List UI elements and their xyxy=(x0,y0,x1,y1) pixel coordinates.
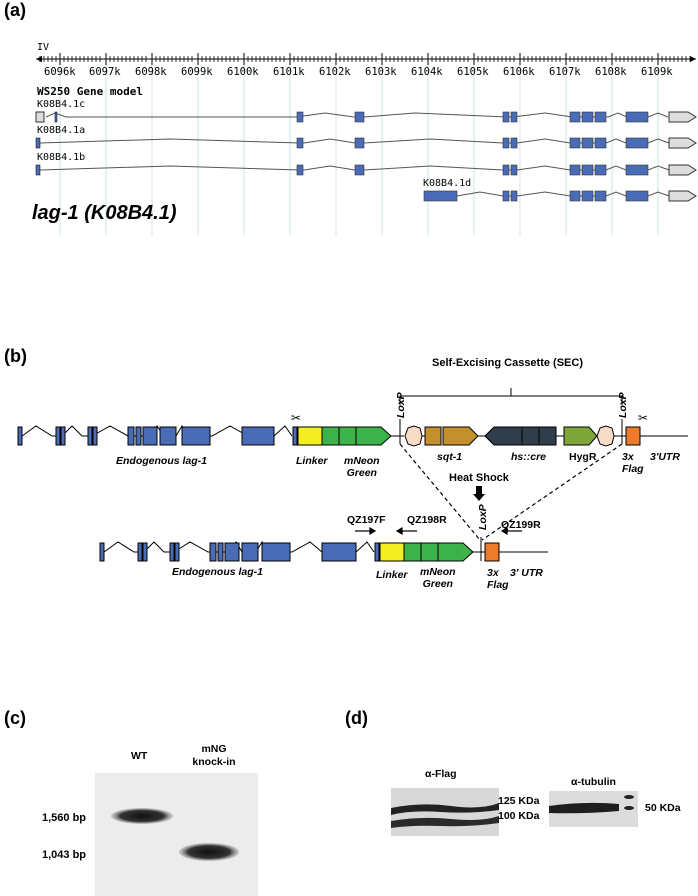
loxp-label-left: LoxP xyxy=(395,391,407,418)
sqt1-label: sqt-1 xyxy=(437,451,463,463)
top-construct xyxy=(17,419,688,447)
marker-125: 125 KDa xyxy=(498,795,540,807)
western-blot-tubulin xyxy=(549,791,638,827)
loxp-label-bottom: LoxP xyxy=(477,503,489,530)
blot-marker-dot xyxy=(624,795,634,799)
gel-lane-label-knockin-line2: knock-in xyxy=(192,756,236,768)
flag-label-bottom-line2: Flag xyxy=(487,579,509,591)
blot-band-tubulin xyxy=(549,802,619,814)
gel-band-size-1: 1,560 bp xyxy=(42,812,87,824)
flag-label-bottom: 3x Flag xyxy=(487,567,509,591)
flag-label-top-line1: 3x xyxy=(622,451,634,463)
excision-line-right xyxy=(481,443,623,541)
utr-label-bottom: 3' UTR xyxy=(510,567,543,579)
isoform-label-d: K08B4.1d xyxy=(423,178,472,189)
blot-title-flag: α-Flag xyxy=(425,768,457,780)
gel-lane-label-knockin: mNG knock-in xyxy=(184,743,244,769)
blot-band-upper xyxy=(391,803,499,815)
agarose-gel-image xyxy=(95,773,258,896)
panel-b-construct-diagram: ✂ ✂ LoxP LoxP LoxP xyxy=(17,388,688,562)
panel-a-genome-browser xyxy=(35,53,697,235)
blot-band-lower xyxy=(391,816,499,828)
gel-band-knockin xyxy=(179,843,239,861)
sec-bracket xyxy=(399,388,623,405)
endogenous-label-bottom: Endogenous lag-1 xyxy=(172,566,264,578)
ruler-minor-ticks xyxy=(39,56,691,62)
isoform-track-d xyxy=(423,190,697,202)
track-title: WS250 Gene model xyxy=(37,85,143,98)
flag-label-top: 3x Flag xyxy=(622,451,644,475)
ruler-tick-label: 6098k xyxy=(135,66,167,78)
ruler-tick-label: 6097k xyxy=(89,66,121,78)
isoform-label-a: K08B4.1a xyxy=(37,125,86,136)
loxp-label-right: LoxP xyxy=(617,391,629,418)
linker-label-bottom: Linker xyxy=(376,569,408,581)
ruler-tick-label: 6109k xyxy=(641,66,673,78)
panel-a-label: (a) xyxy=(4,0,26,20)
ruler-tick-label: 6106k xyxy=(503,66,535,78)
gel-band-size-2: 1,043 bp xyxy=(42,849,87,861)
ruler-left-arrow xyxy=(36,56,42,62)
gel-lane-label-knockin-line1: mNG xyxy=(201,743,227,755)
sec-title: Self-Excising Cassette (SEC) xyxy=(432,357,583,369)
ruler-major-ticks xyxy=(59,53,659,65)
ruler-tick-label: 6101k xyxy=(273,66,305,78)
heat-shock-arrow-icon xyxy=(473,486,485,501)
ruler-tick-label: 6096k xyxy=(44,66,76,78)
mneon-label-line1: mNeon xyxy=(344,455,380,467)
western-blot-flag xyxy=(391,788,499,836)
primer-r2-label: QZ199R xyxy=(501,519,541,531)
panel-c-label: (c) xyxy=(4,708,26,728)
ruler-tick-label: 6102k xyxy=(319,66,351,78)
scissors-icon: ✂ xyxy=(638,411,648,425)
gel-band-wt xyxy=(111,808,173,824)
chromosome-label: IV xyxy=(37,42,50,53)
browser-gridlines xyxy=(59,65,659,235)
endogenous-label-top: Endogenous lag-1 xyxy=(116,455,208,467)
mneon-label-bottom-line1: mNeon xyxy=(420,566,456,578)
isoform-label-c: K08B4.1c xyxy=(37,99,86,110)
flag-label-bottom-line1: 3x xyxy=(487,567,499,579)
ruler-tick-label: 6100k xyxy=(227,66,259,78)
hscre-label: hs::cre xyxy=(511,451,547,463)
heat-shock-label: Heat Shock xyxy=(449,472,509,484)
ruler-tick-label: 6099k xyxy=(181,66,213,78)
bottom-construct xyxy=(99,537,548,562)
blot-marker-dot xyxy=(624,806,634,810)
gel-lane-label-wt: WT xyxy=(131,750,148,762)
isoform-track-b xyxy=(35,164,697,176)
panel-d-label: (d) xyxy=(345,708,368,728)
mneon-label-bottom-line2: Green xyxy=(422,578,453,590)
isoform-label-b: K08B4.1b xyxy=(37,152,86,163)
isoform-track-a xyxy=(35,137,697,149)
scissors-icon: ✂ xyxy=(291,411,301,425)
flag-label-top-line2: Flag xyxy=(622,463,644,475)
panel-b-label: (b) xyxy=(4,346,27,366)
gene-title: lag-1 (K08B4.1) xyxy=(32,202,177,224)
marker-100: 100 KDa xyxy=(498,810,540,822)
primer-arrows xyxy=(355,526,522,536)
ruler-tick-label: 6103k xyxy=(365,66,397,78)
ruler-tick-label: 6104k xyxy=(411,66,443,78)
utr-label-top: 3'UTR xyxy=(650,451,680,463)
ruler-tick-label: 6105k xyxy=(457,66,489,78)
hygr-label: HygR xyxy=(569,451,597,463)
ruler-tick-label: 6108k xyxy=(595,66,627,78)
ruler-tick-label: 6107k xyxy=(549,66,581,78)
ruler-right-arrow xyxy=(690,56,696,62)
blot-title-tubulin: α-tubulin xyxy=(571,776,616,788)
marker-50: 50 KDa xyxy=(645,802,681,814)
mneon-label-top: mNeon Green xyxy=(344,455,380,479)
primer-f-label: QZ197F xyxy=(347,514,386,526)
mneon-label-bottom: mNeon Green xyxy=(420,566,456,590)
linker-label-top: Linker xyxy=(296,455,328,467)
isoform-track-c xyxy=(35,111,697,123)
mneon-label-line2: Green xyxy=(346,467,377,479)
primer-r1-label: QZ198R xyxy=(407,514,447,526)
